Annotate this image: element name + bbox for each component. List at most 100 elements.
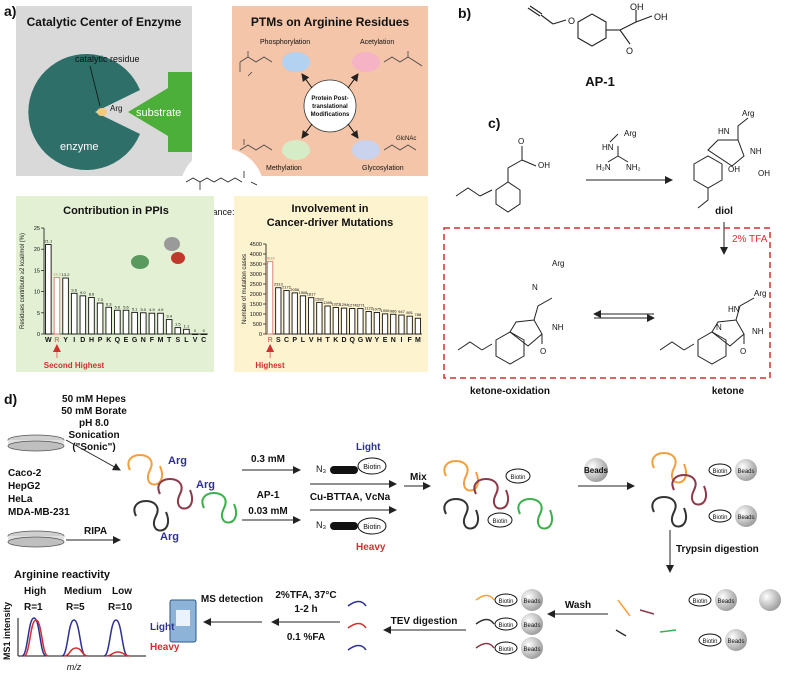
- mut-data-label: 947: [398, 309, 405, 314]
- reactivity-high: High: [24, 586, 46, 597]
- arg-label-3: Arg: [160, 531, 179, 543]
- elution-2: 1-2 h: [294, 604, 317, 615]
- ppi-category-label: Y: [63, 337, 68, 344]
- biotin-light-label: Biotin: [363, 464, 381, 471]
- ppi-bar: [70, 292, 78, 335]
- sonication-label: Sonication: [68, 430, 119, 441]
- methylation-label: Methylation: [266, 165, 302, 172]
- conc-high: 0.3 mM: [251, 454, 285, 465]
- wb-biotin-3: Biotin: [498, 647, 513, 653]
- ketone-hn: HN: [728, 305, 740, 314]
- ox-o: O: [540, 347, 546, 356]
- ap1-structure-c: [455, 146, 537, 213]
- ppi-bar: [140, 312, 147, 335]
- mut-data-label: 1274: [348, 303, 358, 308]
- mut-data-label: 1075: [372, 307, 382, 312]
- mut-category-label: E: [383, 337, 388, 344]
- ketone-label: ketone: [712, 386, 745, 397]
- beads-label: Beads: [584, 466, 609, 475]
- arginine-structure: [185, 171, 258, 190]
- mut-ytick-label: 4500: [250, 242, 262, 248]
- wb-biotin-2: Biotin: [498, 623, 513, 629]
- ppi-ytick-label: 15: [34, 268, 40, 274]
- ppi-bar: [122, 309, 130, 335]
- heavy-label: Heavy: [356, 542, 386, 553]
- ppi-category-label: K: [106, 337, 111, 344]
- mut-ytick-label: 2500: [250, 282, 262, 288]
- ptm-center-line2: translational: [312, 104, 348, 110]
- guanidine-arg: Arg: [624, 129, 636, 138]
- mut-ytick-label: 0: [259, 332, 262, 338]
- mut-bar: [414, 317, 422, 335]
- reactivity-low: Low: [112, 586, 132, 597]
- ppi-category-label: R: [54, 337, 59, 344]
- ppi-category-label: S: [175, 337, 180, 344]
- ppi-category-label: M: [158, 337, 164, 344]
- blob-methyl: [282, 140, 310, 160]
- ap1-o-keto: O: [626, 46, 633, 56]
- dg-biotin-1: Biotin: [692, 599, 707, 605]
- ppi-data-label: 13.2: [62, 272, 71, 277]
- panel-d-label: d): [4, 391, 17, 407]
- arg-label: Arg: [110, 104, 122, 113]
- highest-label: Highest: [255, 361, 285, 370]
- mut-data-label: 2056: [290, 287, 300, 292]
- labeled-proteins: [443, 460, 553, 530]
- mut-ylabel: Number of mutation cases: [242, 254, 248, 324]
- ppi-data-label: 9.0: [80, 290, 86, 295]
- mut-data-label: 1122: [364, 306, 373, 311]
- blob-acetyl: [352, 52, 380, 72]
- mut-data-label: 1908: [298, 290, 308, 295]
- ppi-ytick-label: 25: [34, 226, 40, 232]
- probe-heavy-body: [330, 522, 358, 530]
- ppi-ytick-label: 0: [37, 332, 40, 338]
- mut-category-label: C: [284, 337, 289, 344]
- mut-category-label: I: [400, 337, 402, 344]
- eluted-peptides: [347, 600, 367, 651]
- ppi-bar: [96, 302, 104, 335]
- mass-spectrometer-icon: [169, 599, 197, 643]
- buffer-line3: pH 8.0: [79, 418, 109, 429]
- ppi-category-label: V: [193, 337, 198, 344]
- ppi-bar: [174, 327, 182, 335]
- n3-heavy: N₃: [316, 520, 326, 530]
- panel-a-label: a): [4, 3, 16, 19]
- ppi-category-label: E: [124, 337, 129, 344]
- bead-icon: [584, 458, 608, 482]
- diol-structure: [693, 117, 749, 209]
- mut-bar: [324, 305, 331, 335]
- mut-ytick-label: 1500: [250, 302, 262, 308]
- bb-beads-2: Beads: [737, 515, 754, 521]
- mut-ytick-label: 3500: [250, 262, 262, 268]
- mut-category-label: T: [325, 337, 330, 344]
- mut-ytick-label: 2000: [250, 292, 262, 298]
- ppi-data-label: 4.9: [158, 307, 164, 312]
- mut-data-label: 891: [406, 310, 413, 315]
- ripa-label: RIPA: [84, 526, 107, 537]
- ppi-ytick-label: 5: [37, 311, 40, 317]
- ptm-center-line3: Modifications: [311, 112, 350, 118]
- wb-beads-3: Beads: [523, 647, 540, 653]
- mut-data-label: 1006: [381, 308, 391, 313]
- mut-category-label: P: [292, 337, 297, 344]
- biotin-tag-2: [487, 512, 513, 528]
- ppi-category-label: C: [201, 337, 206, 344]
- mut-category-label: H: [317, 337, 322, 344]
- ppi-data-label: 13.3: [53, 272, 62, 277]
- wash-label: Wash: [565, 600, 591, 611]
- ox-arg: Arg: [552, 259, 564, 268]
- r10-label: R=10: [108, 602, 133, 613]
- ppi-data-label: 21.1: [44, 239, 53, 244]
- mutation-box: Involvement in Cancer-driver Mutations 0…: [234, 196, 428, 372]
- mix-label: Mix: [410, 472, 427, 483]
- ap1-label-d: AP-1: [257, 490, 280, 501]
- bb-beads-1: Beads: [737, 469, 754, 475]
- ppi-data-label: 6.3: [106, 301, 112, 306]
- mut-category-label: M: [415, 337, 421, 344]
- mut-bar: [398, 314, 405, 335]
- ppi-data-label: 5.6: [115, 304, 121, 309]
- ppi-data-label: 0: [194, 328, 197, 333]
- ppi-category-label: D: [80, 337, 85, 344]
- ppi-bar: [53, 277, 61, 335]
- mut-data-label: 3618: [266, 256, 276, 261]
